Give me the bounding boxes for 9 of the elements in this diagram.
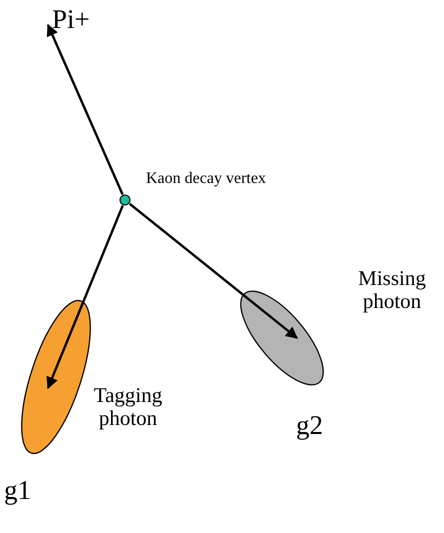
photon-label: g1: [4, 476, 31, 506]
annotation-text: Tagging photon: [92, 384, 164, 430]
momentum-arrow: [46, 205, 124, 390]
annotation-text: Missing photon: [357, 267, 427, 314]
momentum-arrow: [46, 24, 124, 195]
momentum-arrow: [128, 202, 298, 339]
photon-label: g2: [296, 411, 323, 441]
particle-label: Pi+: [52, 5, 102, 37]
annotation-text: Kaon decay vertex: [146, 170, 267, 188]
